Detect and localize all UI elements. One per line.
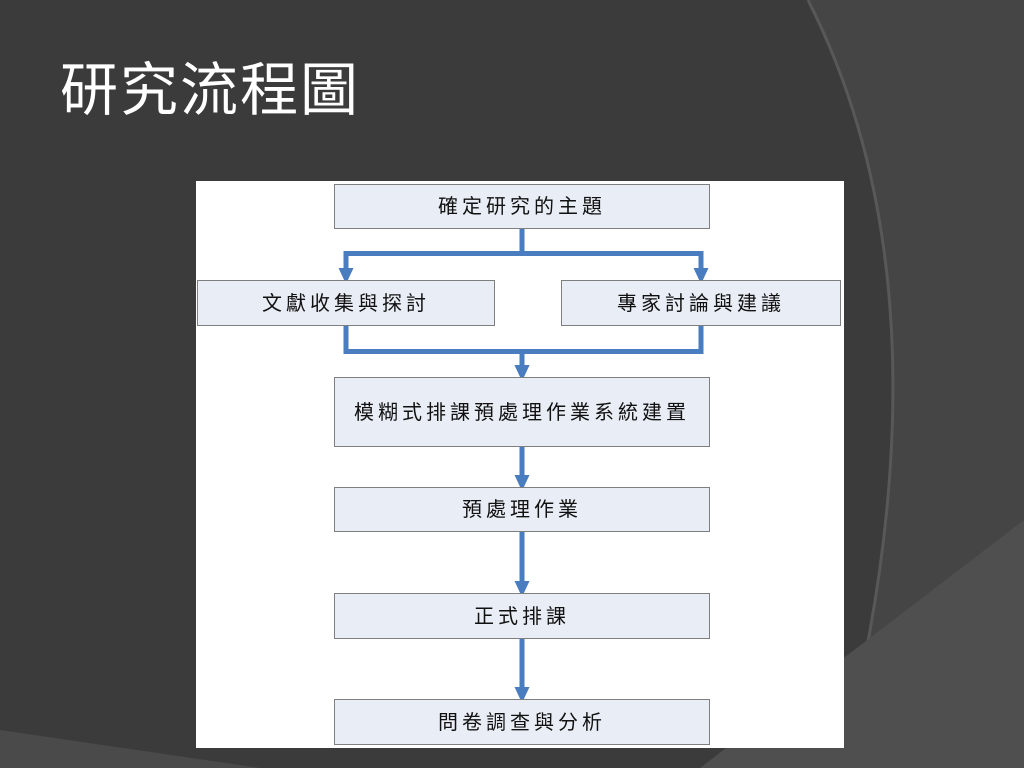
flowchart-arrows [338,229,709,703]
node-system-construction: 模糊式排課預處理作業系統建置 [334,377,710,447]
node-research-topic: 確定研究的主題 [334,184,710,229]
node-expert-discussion: 專家討論與建議 [561,280,841,326]
node-survey-analysis: 問卷調查與分析 [334,699,710,745]
slide-title: 研究流程圖 [60,56,361,124]
node-literature-review: 文獻收集與探討 [197,280,495,326]
arrow-topic-to-literature [338,229,525,284]
node-preprocessing: 預處理作業 [334,487,710,532]
arrow-topic-to-experts [519,229,709,284]
arrow-experts-to-system [514,326,704,381]
node-formal-scheduling: 正式排課 [334,593,710,639]
flowchart-figure: 確定研究的主題 文獻收集與探討 專家討論與建議 模糊式排課預處理作業系統建置 預… [196,181,844,748]
arrow-literature-to-system [343,326,530,381]
